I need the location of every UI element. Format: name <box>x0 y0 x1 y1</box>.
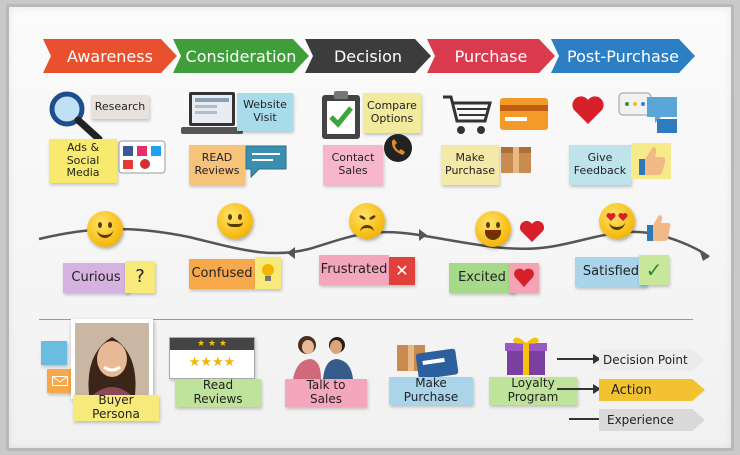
note-x-mark: ✕ <box>389 257 415 285</box>
checkmark-icon: ✓ <box>645 257 663 282</box>
stage-decision: Decision <box>305 39 431 73</box>
note-make-purchase: Make Purchase <box>441 145 499 185</box>
note-confused: Confused <box>189 259 255 289</box>
note-question: ? <box>125 261 155 293</box>
note-frustrated-label: Frustrated <box>320 261 388 277</box>
divider <box>39 319 693 320</box>
envelope-icon <box>52 376 68 386</box>
note-buyer-persona: Buyer Persona <box>73 393 159 421</box>
note-make-purchase-bottom: Make Purchase <box>389 376 473 405</box>
note-loyalty-program: Loyalty Program <box>489 376 577 405</box>
heart-eyes-icon <box>606 213 628 221</box>
legend-decision-point-label: Decision Point <box>603 353 688 367</box>
legend-arrow-decision-point <box>557 354 601 364</box>
package-icon <box>501 147 531 173</box>
heart-icon <box>514 268 534 287</box>
laptop-icon <box>181 92 243 134</box>
note-loyalty-label: Loyalty Program <box>507 376 559 404</box>
shopping-cart-icon <box>443 95 492 134</box>
journey-line <box>38 227 710 261</box>
note-give-feedback: Give Feedback <box>569 145 631 185</box>
gift-box-icon <box>505 337 547 375</box>
stage-awareness: Awareness <box>43 39 177 73</box>
note-curious: Curious <box>63 263 129 293</box>
note-check: ✓ <box>639 255 669 285</box>
legend-experience-label: Experience <box>607 413 674 427</box>
phone-icon <box>384 134 412 162</box>
note-research-label: Research <box>94 99 146 113</box>
note-feedback-label: Give Feedback <box>573 151 627 177</box>
emoji-heart-eyes-face <box>599 203 635 239</box>
whiteboard: Awareness Consideration Decision Purchas… <box>6 4 734 451</box>
magnifier-icon <box>49 91 103 143</box>
note-satisfied: Satisfied <box>575 257 647 287</box>
emoji-excited-face <box>475 211 511 247</box>
note-satisfied-label: Satisfied <box>582 263 640 279</box>
emoji-curious-face <box>87 211 123 247</box>
heart-chat-icon <box>618 92 677 133</box>
legend-action-label: Action <box>611 382 652 398</box>
note-research: Research <box>91 95 149 119</box>
legend-decision-point: Decision Point <box>599 349 705 371</box>
persona-photo-frame <box>71 319 153 399</box>
review-stars-card: ★ ★ ★ ★★★★ <box>169 337 255 379</box>
talking-people-icon <box>293 336 353 379</box>
note-read-reviews-label: Read Reviews <box>193 378 243 406</box>
legend-experience: Experience <box>599 409 705 431</box>
thumbs-up-icon <box>647 215 671 241</box>
note-read-reviews-bottom: Read Reviews <box>175 378 261 407</box>
x-mark-icon: ✕ <box>395 260 409 280</box>
note-bulb <box>255 257 281 289</box>
lightbulb-icon <box>262 264 274 281</box>
stage-awareness-label: Awareness <box>67 46 153 66</box>
note-reviews-label: READ Reviews <box>194 151 240 177</box>
note-contact-sales: Contact Sales <box>323 145 383 185</box>
stage-consideration-label: Consideration <box>185 46 297 66</box>
note-ads-label: Ads & Social Media <box>66 141 100 180</box>
note-heart <box>509 263 539 293</box>
question-mark-icon: ? <box>135 265 145 287</box>
credit-card-icon <box>500 98 548 130</box>
stage-post-purchase: Post-Purchase <box>551 39 695 73</box>
stage-consideration: Consideration <box>173 39 309 73</box>
legend-action: Action <box>599 379 705 401</box>
note-talk-label: Talk to Sales <box>306 378 346 406</box>
heart-icon <box>519 221 545 242</box>
note-curious-label: Curious <box>71 269 121 285</box>
avatar <box>75 323 149 395</box>
stage-purchase: Purchase <box>427 39 555 73</box>
note-website-visit: Website Visit <box>237 93 293 131</box>
note-make-purchase-bottom-label: Make Purchase <box>403 376 459 404</box>
note-compare-label: Compare Options <box>367 99 417 125</box>
note-read-reviews: READ Reviews <box>189 145 245 185</box>
heart-icon <box>572 96 604 124</box>
note-excited-label: Excited <box>458 269 506 285</box>
package-card-icon <box>397 345 459 380</box>
clipboard-check-icon <box>322 91 360 139</box>
chat-bubble-icon <box>245 145 287 179</box>
note-frustrated: Frustrated <box>319 255 389 285</box>
legend-arrow-action <box>557 384 601 394</box>
emoji-confused-face <box>217 203 253 239</box>
note-small-orange <box>47 369 73 393</box>
note-ads-social-media: Ads & Social Media <box>49 139 117 183</box>
stage-decision-label: Decision <box>333 46 403 66</box>
note-compare-options: Compare Options <box>363 93 421 133</box>
thumbs-up-icon <box>631 143 671 179</box>
review-stars-header: ★ ★ ★ <box>170 338 254 350</box>
review-stars-row: ★★★★ <box>188 355 236 370</box>
note-small-blue <box>41 341 67 365</box>
note-persona-label: Buyer Persona <box>92 393 140 421</box>
note-make-purchase-label: Make Purchase <box>445 151 495 177</box>
note-confused-label: Confused <box>191 265 253 281</box>
social-media-icon <box>118 140 166 174</box>
note-contact-label: Contact Sales <box>331 151 375 177</box>
note-website-label: Website Visit <box>243 98 287 124</box>
note-excited: Excited <box>449 263 515 293</box>
stage-post-purchase-label: Post-Purchase <box>567 46 679 66</box>
stage-purchase-label: Purchase <box>454 46 528 66</box>
emoji-frustrated-face <box>349 203 385 239</box>
note-talk-to-sales: Talk to Sales <box>285 378 367 407</box>
